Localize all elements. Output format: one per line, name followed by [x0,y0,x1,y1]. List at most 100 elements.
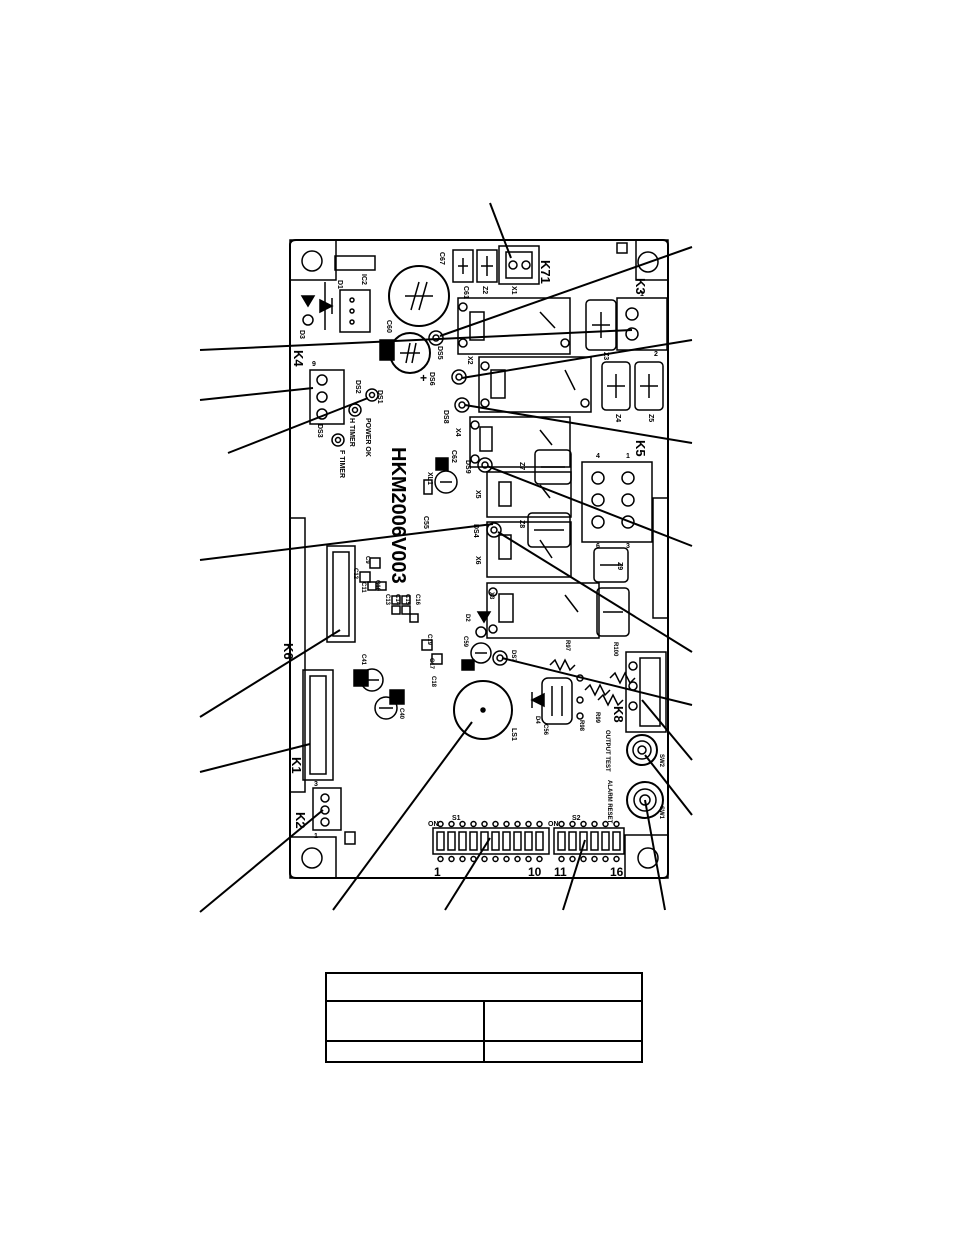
label-c40: C40 [398,708,404,720]
dip-pad [569,820,576,828]
dip-key [612,831,621,851]
label-k3: K3 [633,278,648,295]
dip-pad [525,855,532,863]
surge-block-z5 [634,361,664,411]
ic2-regulator [334,255,376,333]
dip-pad [580,855,587,863]
relay-4 [486,471,572,518]
dip-pad [437,855,444,863]
relay-2 [478,356,592,413]
label-z4: Z4 [614,414,621,422]
label-xl1: XL1 [426,472,433,485]
label-s2: S2 [572,815,581,822]
diode-d4 [530,692,545,708]
label-k5: K5 [633,440,648,457]
label-x4: X4 [454,428,461,437]
label-ds5: DS5 [436,346,443,360]
dip-key [491,831,500,851]
label-ds3: DS3 [316,424,323,438]
surge-block-z4 [601,361,631,411]
label-sw2: SW2 [658,754,664,768]
label-x5: X5 [474,490,481,499]
dip-pad [503,820,510,828]
label-alarm-reset: ALARM RESET [606,780,612,824]
diode-d1 [319,282,334,330]
label-model: HKM2006V003 [387,447,409,584]
dip-key [524,831,533,851]
crystal-xl1 [423,479,433,495]
label-d1: D1 [336,280,343,289]
label-dip-16: 16 [610,865,624,879]
right-edge-notch [652,497,668,619]
relay-1 [457,297,571,355]
pin-k5-1: 1 [626,453,630,460]
dip-pad [569,855,576,863]
table-header-cell [325,972,643,1002]
label-ds8: DS8 [442,410,449,424]
buzzer-ls1 [453,680,513,740]
dip-key [436,831,445,851]
label-x1: X1 [510,286,517,295]
label-r98: R98 [578,720,584,732]
label-c55: C55 [422,516,429,529]
table-cell [483,1040,643,1063]
callout-lines [199,202,693,913]
table-cell [483,1000,643,1042]
label-ds9: DS9 [464,460,471,474]
capacitor-c67 [452,249,474,283]
label-sw1: SW1 [658,806,664,820]
connector-k2 [312,787,342,831]
label-output-test: OUTPUT TEST [604,730,610,772]
silkscreen-labels: HKM2006V003 K71 K3 K4 K5 K6 K1 K2 K8 IC2… [281,252,664,879]
label-d4: D4 [534,716,540,724]
dip-pad [492,820,499,828]
dip-pad [459,855,466,863]
capacitor-c59 [461,642,492,671]
capacitor-c56 [541,677,573,725]
surge-block-z9 [593,547,629,583]
label-f-timer: F TIMER [338,450,345,478]
surge-block-z7 [534,449,572,485]
label-c67: C67 [438,252,445,265]
label-c19: C19 [426,634,432,646]
diode-d3 [300,295,316,326]
capacitor-c41 [353,668,384,692]
dip-key [447,831,456,851]
dip-pad [602,820,609,828]
label-h-timer: H TIMER [348,418,355,447]
dip-key [568,831,577,851]
switch-sw2 [626,734,658,766]
capacitor-c40 [374,689,405,720]
label-ds4: DS4 [472,524,479,538]
label-r97: R97 [564,640,570,652]
dip-pad [591,855,598,863]
label-s1: S1 [452,815,461,822]
label-x6: X6 [474,556,481,565]
pin-k2-1: 1 [314,833,318,840]
dip-pad [459,820,466,828]
dip-pad [536,855,543,863]
label-dip-11: 11 [554,865,567,879]
label-c59: C59 [462,636,468,648]
label-c41: C41 [360,654,366,666]
pin-plus-c60: + [420,371,427,385]
label-x3: X3 [488,592,494,600]
relay-3 [469,416,571,468]
connector-k71 [498,245,540,285]
dip-key [513,831,522,851]
pin-k3-1: 1 [640,291,644,298]
label-c11: C11 [360,582,366,593]
zener-z2 [476,249,498,283]
label-ic2: IC2 [360,274,367,285]
dip-pad [558,855,565,863]
label-d2: D2 [464,614,470,622]
dip-pad [492,855,499,863]
label-ls1: LS1 [510,728,517,741]
label-k2: K2 [293,812,308,829]
label-z8: Z8 [518,520,525,528]
label-c13: C13 [384,594,390,606]
label-z5: Z5 [647,414,654,422]
pin-k5-6: 6 [596,543,600,550]
pin-k5-4: 4 [596,453,600,460]
